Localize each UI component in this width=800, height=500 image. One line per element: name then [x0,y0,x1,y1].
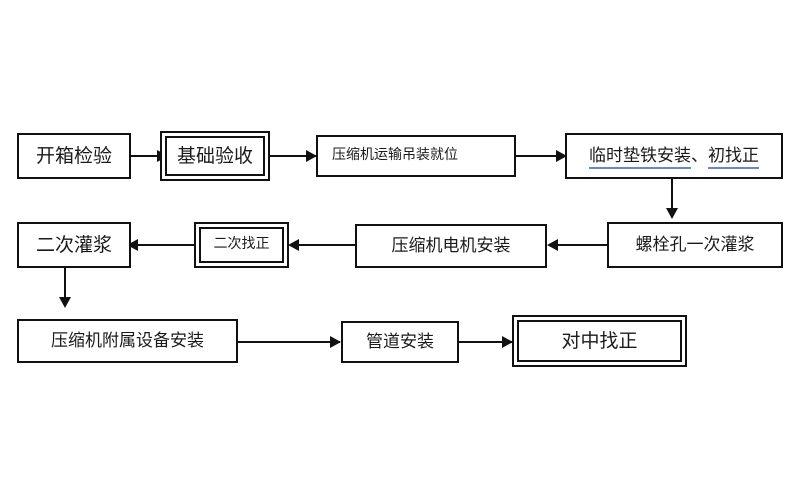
edge-n4-n5-arrowhead [666,208,678,219]
edge-n8-n9-line [64,268,66,306]
edge-n9-n10-line [238,341,340,343]
node-kaixiang-jianyan[interactable]: 开箱检验 [17,133,131,179]
node-label: 压缩机电机安装 [391,235,511,256]
node-erci-guanjiang[interactable]: 二次灌浆 [17,222,131,268]
node-yasuoji-dianji-anzhuang[interactable]: 压缩机电机安装 [355,224,547,268]
edge-n9-n10-arrowhead [330,336,341,348]
node-duizhong-zhaozheng[interactable]: 对中找正 [512,315,687,367]
edge-n10-n11-arrowhead [502,336,513,348]
edge-n3-n4-arrowhead [556,150,567,162]
node-label-part-1: 临时垫铁安装 [589,145,691,169]
node-label: 二次找正 [213,236,270,253]
node-label-part-2: 初找正 [708,145,759,169]
edge-n6-n7-line [292,244,355,246]
node-label: 压缩机附属设备安装 [51,330,204,351]
edge-n1-n2-line [131,155,160,157]
edge-n4-n5-line [671,179,673,217]
edge-n8-n9-arrowhead [59,297,71,308]
node-linshi-dietie-anzhuang-chuzhaozheng[interactable]: 临时垫铁安装、初找正 [565,133,783,179]
node-jichu-yanshou[interactable]: 基础验收 [160,131,270,181]
node-label: 临时垫铁安装、初找正 [589,145,759,169]
edge-n5-n6-line [551,244,607,246]
edge-n2-n3-line [270,155,318,157]
node-fushu-shebei-anzhuang[interactable]: 压缩机附属设备安装 [17,319,238,363]
edge-n5-n6-arrowhead [547,239,558,251]
node-label: 基础验收 [176,144,253,167]
node-label: 管道安装 [366,331,434,352]
edge-n10-n11-line [459,341,514,343]
edge-n3-n4-line [516,155,568,157]
edge-n7-n8-arrowhead [127,239,138,251]
node-erci-zhaozheng[interactable]: 二次找正 [194,222,289,268]
edge-n7-n8-line [131,244,194,246]
node-label: 对中找正 [561,329,638,352]
edge-n2-n3-arrowhead [306,150,317,162]
node-label: 压缩机运输吊装就位 [332,147,458,164]
node-label: 螺栓孔一次灌浆 [635,234,755,255]
node-luoshuankong-yicij-guanjiang[interactable]: 螺栓孔一次灌浆 [607,222,783,268]
node-guandao-anzhuang[interactable]: 管道安装 [341,321,459,363]
node-yunshu-diaozhuang[interactable]: 压缩机运输吊装就位 [316,135,516,177]
node-label-separator: 、 [691,145,708,166]
node-label: 开箱检验 [35,144,112,167]
node-label: 二次灌浆 [35,233,112,256]
edge-n6-n7-arrowhead [288,239,299,251]
